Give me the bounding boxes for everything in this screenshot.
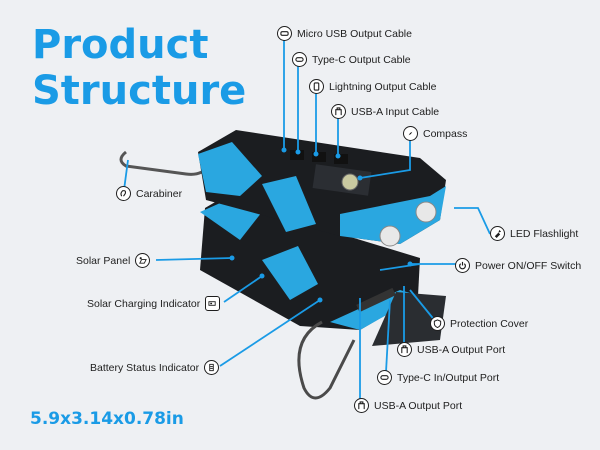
led-label: LED Flashlight	[510, 227, 579, 240]
power-label: Power ON/OFF Switch	[475, 259, 582, 272]
label-usb-a-port-1: USB-A Output Port	[397, 342, 505, 357]
type-c-port-label: Type-C In/Output Port	[397, 371, 500, 384]
usb-a-icon	[397, 342, 412, 357]
micro-usb-label: Micro USB Output Cable	[297, 27, 412, 40]
label-solar-indicator: Solar Charging Indicator	[87, 296, 221, 311]
lightning-label: Lightning Output Cable	[329, 80, 437, 93]
flashlight-icon	[490, 226, 505, 241]
battery-label: Battery Status Indicator	[90, 361, 200, 374]
type-c-icon	[292, 52, 307, 67]
dimensions-text: 5.9x3.14x0.78in	[30, 409, 184, 429]
page-title: Product Structure	[32, 22, 246, 114]
upper-device	[198, 130, 446, 247]
title-line-1: Product	[32, 22, 209, 68]
usb-a-icon	[354, 398, 369, 413]
label-compass: Compass	[403, 126, 467, 141]
type-c-icon	[377, 370, 392, 385]
compass-label: Compass	[423, 127, 468, 140]
label-battery: Battery Status Indicator	[90, 360, 220, 375]
carabiner-top	[119, 150, 210, 176]
type-c-cable-label: Type-C Output Cable	[312, 53, 411, 66]
micro-usb-icon	[277, 26, 292, 41]
label-usb-a-input: USB-A Input Cable	[331, 104, 439, 119]
label-led: LED Flashlight	[490, 226, 578, 241]
carabiner-label: Carabiner	[136, 187, 183, 200]
label-lightning: Lightning Output Cable	[309, 79, 436, 94]
solar-indicator-label: Solar Charging Indicator	[87, 297, 201, 310]
label-protection: Protection Cover	[430, 316, 528, 331]
compass-icon	[403, 126, 418, 141]
usb-a-port-2-label: USB-A Output Port	[374, 399, 463, 412]
label-type-c-port: Type-C In/Output Port	[377, 370, 499, 385]
carabiner-icon	[116, 186, 131, 201]
label-power: Power ON/OFF Switch	[455, 258, 581, 273]
shield-icon	[430, 316, 445, 331]
lightning-icon	[309, 79, 324, 94]
leader-lines	[123, 32, 491, 404]
label-micro-usb: Micro USB Output Cable	[277, 26, 412, 41]
title-line-2: Structure	[32, 68, 247, 114]
label-type-c-cable: Type-C Output Cable	[292, 52, 411, 67]
solar-panel-label: Solar Panel	[76, 254, 131, 267]
usb-a-icon	[331, 104, 346, 119]
usb-a-input-label: USB-A Input Cable	[351, 105, 440, 118]
label-solar-panel: Solar Panel	[76, 253, 151, 268]
power-icon	[455, 258, 470, 273]
label-carabiner: Carabiner	[116, 186, 182, 201]
solar-icon	[135, 253, 151, 268]
battery-status-icon	[204, 360, 220, 375]
protection-label: Protection Cover	[450, 317, 529, 330]
usb-a-port-1-label: USB-A Output Port	[417, 343, 506, 356]
battery-icon	[205, 296, 221, 311]
label-usb-a-port-2: USB-A Output Port	[354, 398, 462, 413]
